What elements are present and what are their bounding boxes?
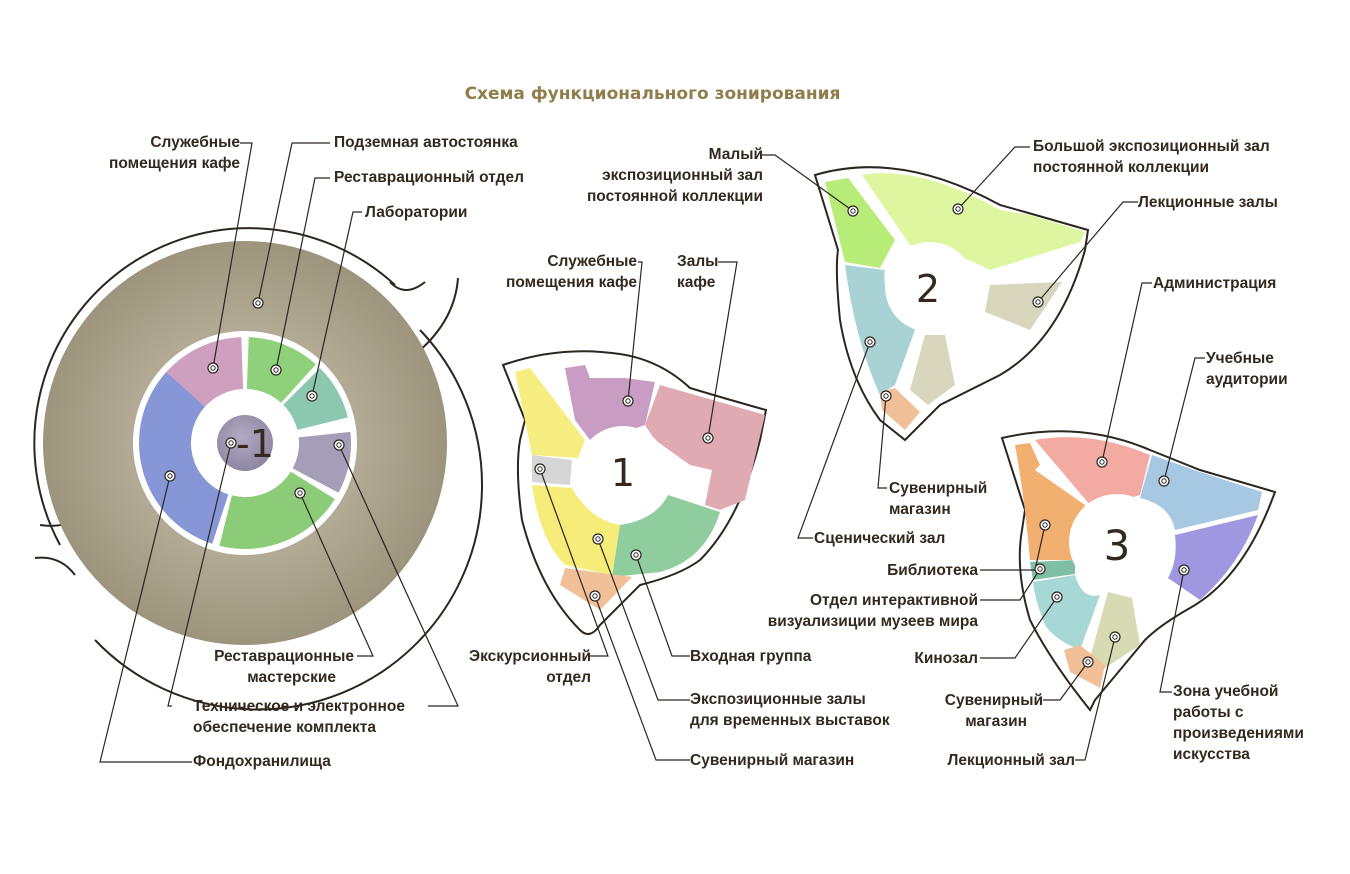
- zone-yellow-top: [515, 368, 585, 458]
- floor-number-1: 1: [611, 451, 635, 495]
- zone-marker-icon: [294, 487, 306, 499]
- zone-marker-icon: [1032, 296, 1044, 308]
- zone-big-hall: [862, 173, 1085, 270]
- zone-marker-icon: [225, 437, 237, 449]
- zone-marker-icon: [534, 463, 546, 475]
- zone-lecture-hall: [1090, 592, 1140, 668]
- label-lecture-hall: Лекционный зал: [947, 752, 1075, 769]
- site-curve: [389, 281, 426, 291]
- zone-marker-icon: [1039, 519, 1051, 531]
- floor-3: 3: [1000, 430, 1277, 712]
- zone-stage-hall: [845, 265, 915, 395]
- site-curve: [417, 277, 459, 353]
- label-library: Библиотека: [887, 562, 978, 579]
- zone-excursion: [532, 455, 572, 485]
- outer-wall: [94, 329, 484, 711]
- zone-marker-icon: [333, 439, 345, 451]
- zone-restoration-workshops: [219, 471, 335, 549]
- label-administration: Администрация: [1153, 275, 1277, 292]
- zone-marker-icon: [252, 297, 264, 309]
- zone-cinema: [1033, 575, 1100, 650]
- zone-marker-icon: [270, 364, 282, 376]
- zone-markers: [164, 203, 1190, 668]
- zone-marker-icon: [1109, 631, 1121, 643]
- outer-wall: [33, 227, 396, 546]
- label-souvenir-1: Сувенирный магазин: [690, 752, 855, 769]
- zone-marker-icon: [306, 390, 318, 402]
- zone-marker-icon: [1051, 591, 1063, 603]
- zone-marker-icon: [207, 362, 219, 374]
- zone-marker-icon: [1082, 656, 1094, 668]
- floor-number-3: 3: [1104, 521, 1131, 570]
- zone-marker-icon: [1034, 563, 1046, 575]
- zone-marker-icon: [847, 205, 859, 217]
- zone-cafe-halls: [645, 385, 765, 510]
- zone-marker-icon: [164, 470, 176, 482]
- zone-tech-hub: [217, 415, 273, 471]
- zone-marker-icon: [880, 390, 892, 402]
- zone-administration: [1035, 437, 1150, 505]
- zone-cafe-service: [565, 365, 655, 440]
- zone-marker-icon: [1096, 456, 1108, 468]
- label-labs: Лаборатории: [365, 204, 468, 221]
- zone-marker-icon: [1178, 564, 1190, 576]
- floor-number-2: 2: [916, 267, 940, 311]
- zone-marker-icon: [1158, 475, 1170, 487]
- zone-marker-icon: [589, 590, 601, 602]
- label-entrance: Входная группа: [690, 648, 812, 665]
- zone-marker-icon: [592, 533, 604, 545]
- label-parking: Подземная автостоянка: [334, 134, 518, 151]
- label-storage: Фондохранилища: [193, 753, 331, 770]
- label-restoration-workshops: Реставрационные мастерские: [214, 648, 354, 686]
- zone-lecture-halls-2: [910, 335, 955, 405]
- zone-marker-icon: [622, 395, 634, 407]
- label-restoration-dept: Реставрационный отдел: [334, 169, 524, 186]
- zone-souvenir: [560, 568, 632, 610]
- site-curve: [34, 556, 76, 576]
- floor-number-minus-1: -1: [236, 422, 274, 466]
- zone-marker-icon: [952, 203, 964, 215]
- label-cinema: Кинозал: [914, 650, 978, 667]
- label-lecture-halls: Лекционные залы: [1138, 194, 1278, 211]
- zone-marker-icon: [630, 549, 642, 561]
- zone-lecture-halls: [985, 282, 1062, 330]
- zone-art-study: [1168, 515, 1258, 600]
- zone-storage: [138, 372, 229, 544]
- zone-small-hall: [825, 178, 895, 268]
- zone-marker-icon: [702, 432, 714, 444]
- diagram-title: Схема функционального зонирования: [464, 84, 841, 104]
- floor-1: 1: [501, 350, 768, 635]
- label-stage-hall: Сценический зал: [814, 530, 946, 547]
- zone-marker-icon: [864, 336, 876, 348]
- zone-library: [1015, 443, 1085, 560]
- zone-classrooms: [1140, 455, 1262, 530]
